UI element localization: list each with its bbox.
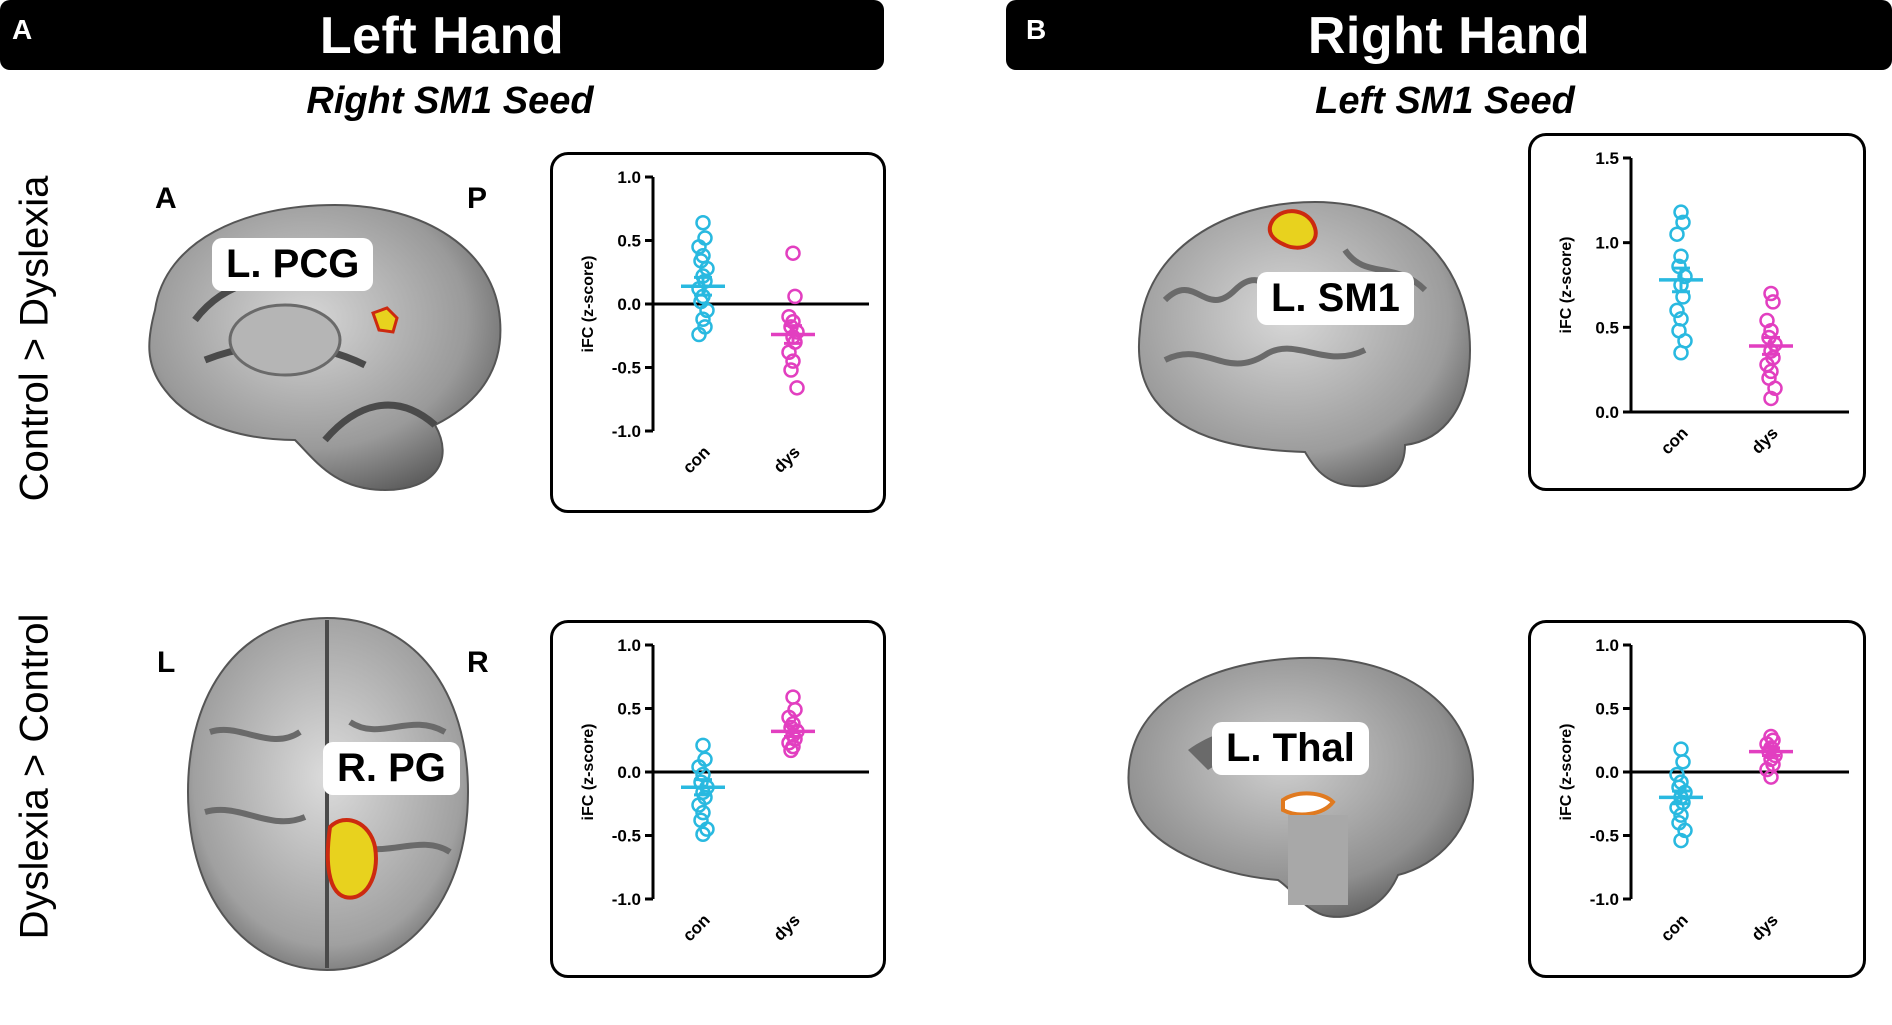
data-point-con (1669, 799, 1685, 816)
panel-b-title: Right Hand (1307, 7, 1591, 65)
panel-b-letter: B (1026, 14, 1047, 45)
data-point-con (1673, 248, 1689, 264)
brain-label-l-pcg: L. PCG (212, 238, 374, 291)
x-category-label: dys (770, 442, 804, 476)
data-point-dys (1759, 761, 1775, 778)
data-point-dys (787, 288, 803, 305)
data-point-con (1673, 832, 1689, 849)
x-category-label: dys (1748, 423, 1782, 457)
data-point-con (1669, 226, 1685, 242)
orient-right: R (467, 646, 489, 679)
y-tick-label: -0.5 (612, 827, 641, 846)
data-point-con (695, 804, 711, 821)
data-point-con (1669, 302, 1685, 319)
y-tick-label: 1.5 (1595, 149, 1619, 168)
data-point-dys (1763, 390, 1779, 407)
y-tick-label: -1.0 (612, 422, 641, 441)
x-category-label: con (1657, 910, 1692, 945)
y-tick-label: 0.0 (617, 295, 641, 314)
data-point-dys (781, 344, 797, 361)
y-axis-label: iFC (z-score) (580, 724, 597, 821)
y-tick-label: -1.0 (1590, 890, 1619, 909)
x-category-label: dys (770, 910, 804, 944)
brain-medial-image (1127, 656, 1475, 918)
y-tick-label: 0.0 (1595, 403, 1619, 422)
panel-a-title: Left Hand (319, 7, 565, 65)
data-point-con (1677, 268, 1693, 285)
y-axis-label: iFC (z-score) (1558, 237, 1575, 334)
chart-a-bottom: 1.0 0.5 0.0 -0.5 -1.0 iFC (z-score) con dys (580, 636, 869, 945)
brain-label-l-thal: L. Thal (1212, 722, 1369, 775)
y-axis-label: iFC (z-score) (1558, 724, 1575, 821)
panel-a-seed: Right SM1 Seed (306, 80, 594, 122)
data-point-dys (1765, 294, 1781, 310)
orient-posterior: P (467, 182, 488, 215)
data-point-con (691, 759, 707, 775)
data-point-dys (785, 245, 801, 261)
panel-b-header: B Right Hand (1006, 0, 1892, 70)
x-category-label: con (1657, 423, 1692, 458)
y-tick-label: 0.0 (617, 763, 641, 782)
data-point-con (1673, 741, 1689, 757)
brain-lateral-image (1137, 200, 1472, 488)
data-point-dys (1763, 363, 1779, 380)
x-category-label: con (679, 442, 714, 477)
plot-b-bottom: 1.0 0.5 0.0 -0.5 -1.0 iFC (z-score) con dys (1528, 620, 1866, 978)
y-tick-label: 0.0 (1595, 763, 1619, 782)
panel-a-header: A Left Hand (0, 0, 884, 70)
data-point-con (1673, 807, 1689, 823)
data-point-con (695, 311, 711, 327)
y-tick-label: 0.5 (617, 700, 641, 719)
y-tick-label: 1.0 (1595, 636, 1619, 655)
data-point-dys (785, 689, 801, 705)
data-point-con (695, 737, 711, 754)
brain-label-l-sm1: L. SM1 (1257, 272, 1414, 325)
y-tick-label: 0.5 (1595, 318, 1619, 337)
data-point-con (695, 214, 711, 231)
data-point-dys (789, 380, 805, 396)
y-tick-label: -0.5 (612, 359, 641, 378)
row-label-bottom: Dyslexia > Control (12, 613, 57, 940)
data-point-con (1673, 204, 1689, 220)
y-tick-label: -0.5 (1590, 827, 1619, 846)
row-label-top: Control > Dyslexia (12, 175, 57, 502)
y-axis-label: iFC (z-score) (580, 256, 597, 353)
orient-left: L (157, 646, 176, 679)
panel-b-seed: Left SM1 Seed (1315, 80, 1575, 122)
data-point-con (691, 326, 707, 343)
orient-anterior: A (155, 182, 177, 215)
data-point-dys (1763, 769, 1779, 785)
data-point-dys (783, 742, 799, 759)
plot-a-top: 1.0 0.5 0.0 -0.5 -1.0 iFC (z-score) con dys (550, 152, 886, 513)
y-tick-label: 1.0 (617, 168, 641, 187)
plot-b-top: 1.5 1.0 0.5 0.0 iFC (z-score) con dys (1528, 133, 1866, 491)
panel-a-letter: A (12, 14, 33, 45)
y-tick-label: -1.0 (612, 890, 641, 909)
plot-a-bottom: 1.0 0.5 0.0 -0.5 -1.0 iFC (z-score) con dys (550, 620, 886, 978)
y-tick-label: 0.5 (617, 232, 641, 251)
data-point-dys (1763, 285, 1779, 302)
data-point-con (1675, 754, 1691, 770)
chart-b-bottom: 1.0 0.5 0.0 -0.5 -1.0 iFC (z-score) con dys (1558, 636, 1849, 945)
data-point-con (699, 302, 715, 319)
x-category-label: con (679, 910, 714, 945)
y-tick-label: 0.5 (1595, 700, 1619, 719)
y-tick-label: 1.0 (1595, 234, 1619, 253)
y-tick-label: 1.0 (617, 636, 641, 655)
data-point-con (695, 826, 711, 842)
data-point-con (1673, 344, 1689, 361)
data-point-dys (783, 362, 799, 378)
chart-b-top: 1.5 1.0 0.5 0.0 iFC (z-score) con dys (1558, 149, 1849, 458)
data-point-con (691, 797, 707, 813)
brain-label-r-pg: R. PG (323, 742, 460, 795)
data-point-dys (785, 353, 801, 369)
chart-a-top: 1.0 0.5 0.0 -0.5 -1.0 iFC (z-score) con dys (580, 168, 869, 477)
brain-sagittal-image (148, 203, 502, 492)
x-category-label: dys (1748, 910, 1782, 944)
data-point-con (1675, 214, 1691, 231)
